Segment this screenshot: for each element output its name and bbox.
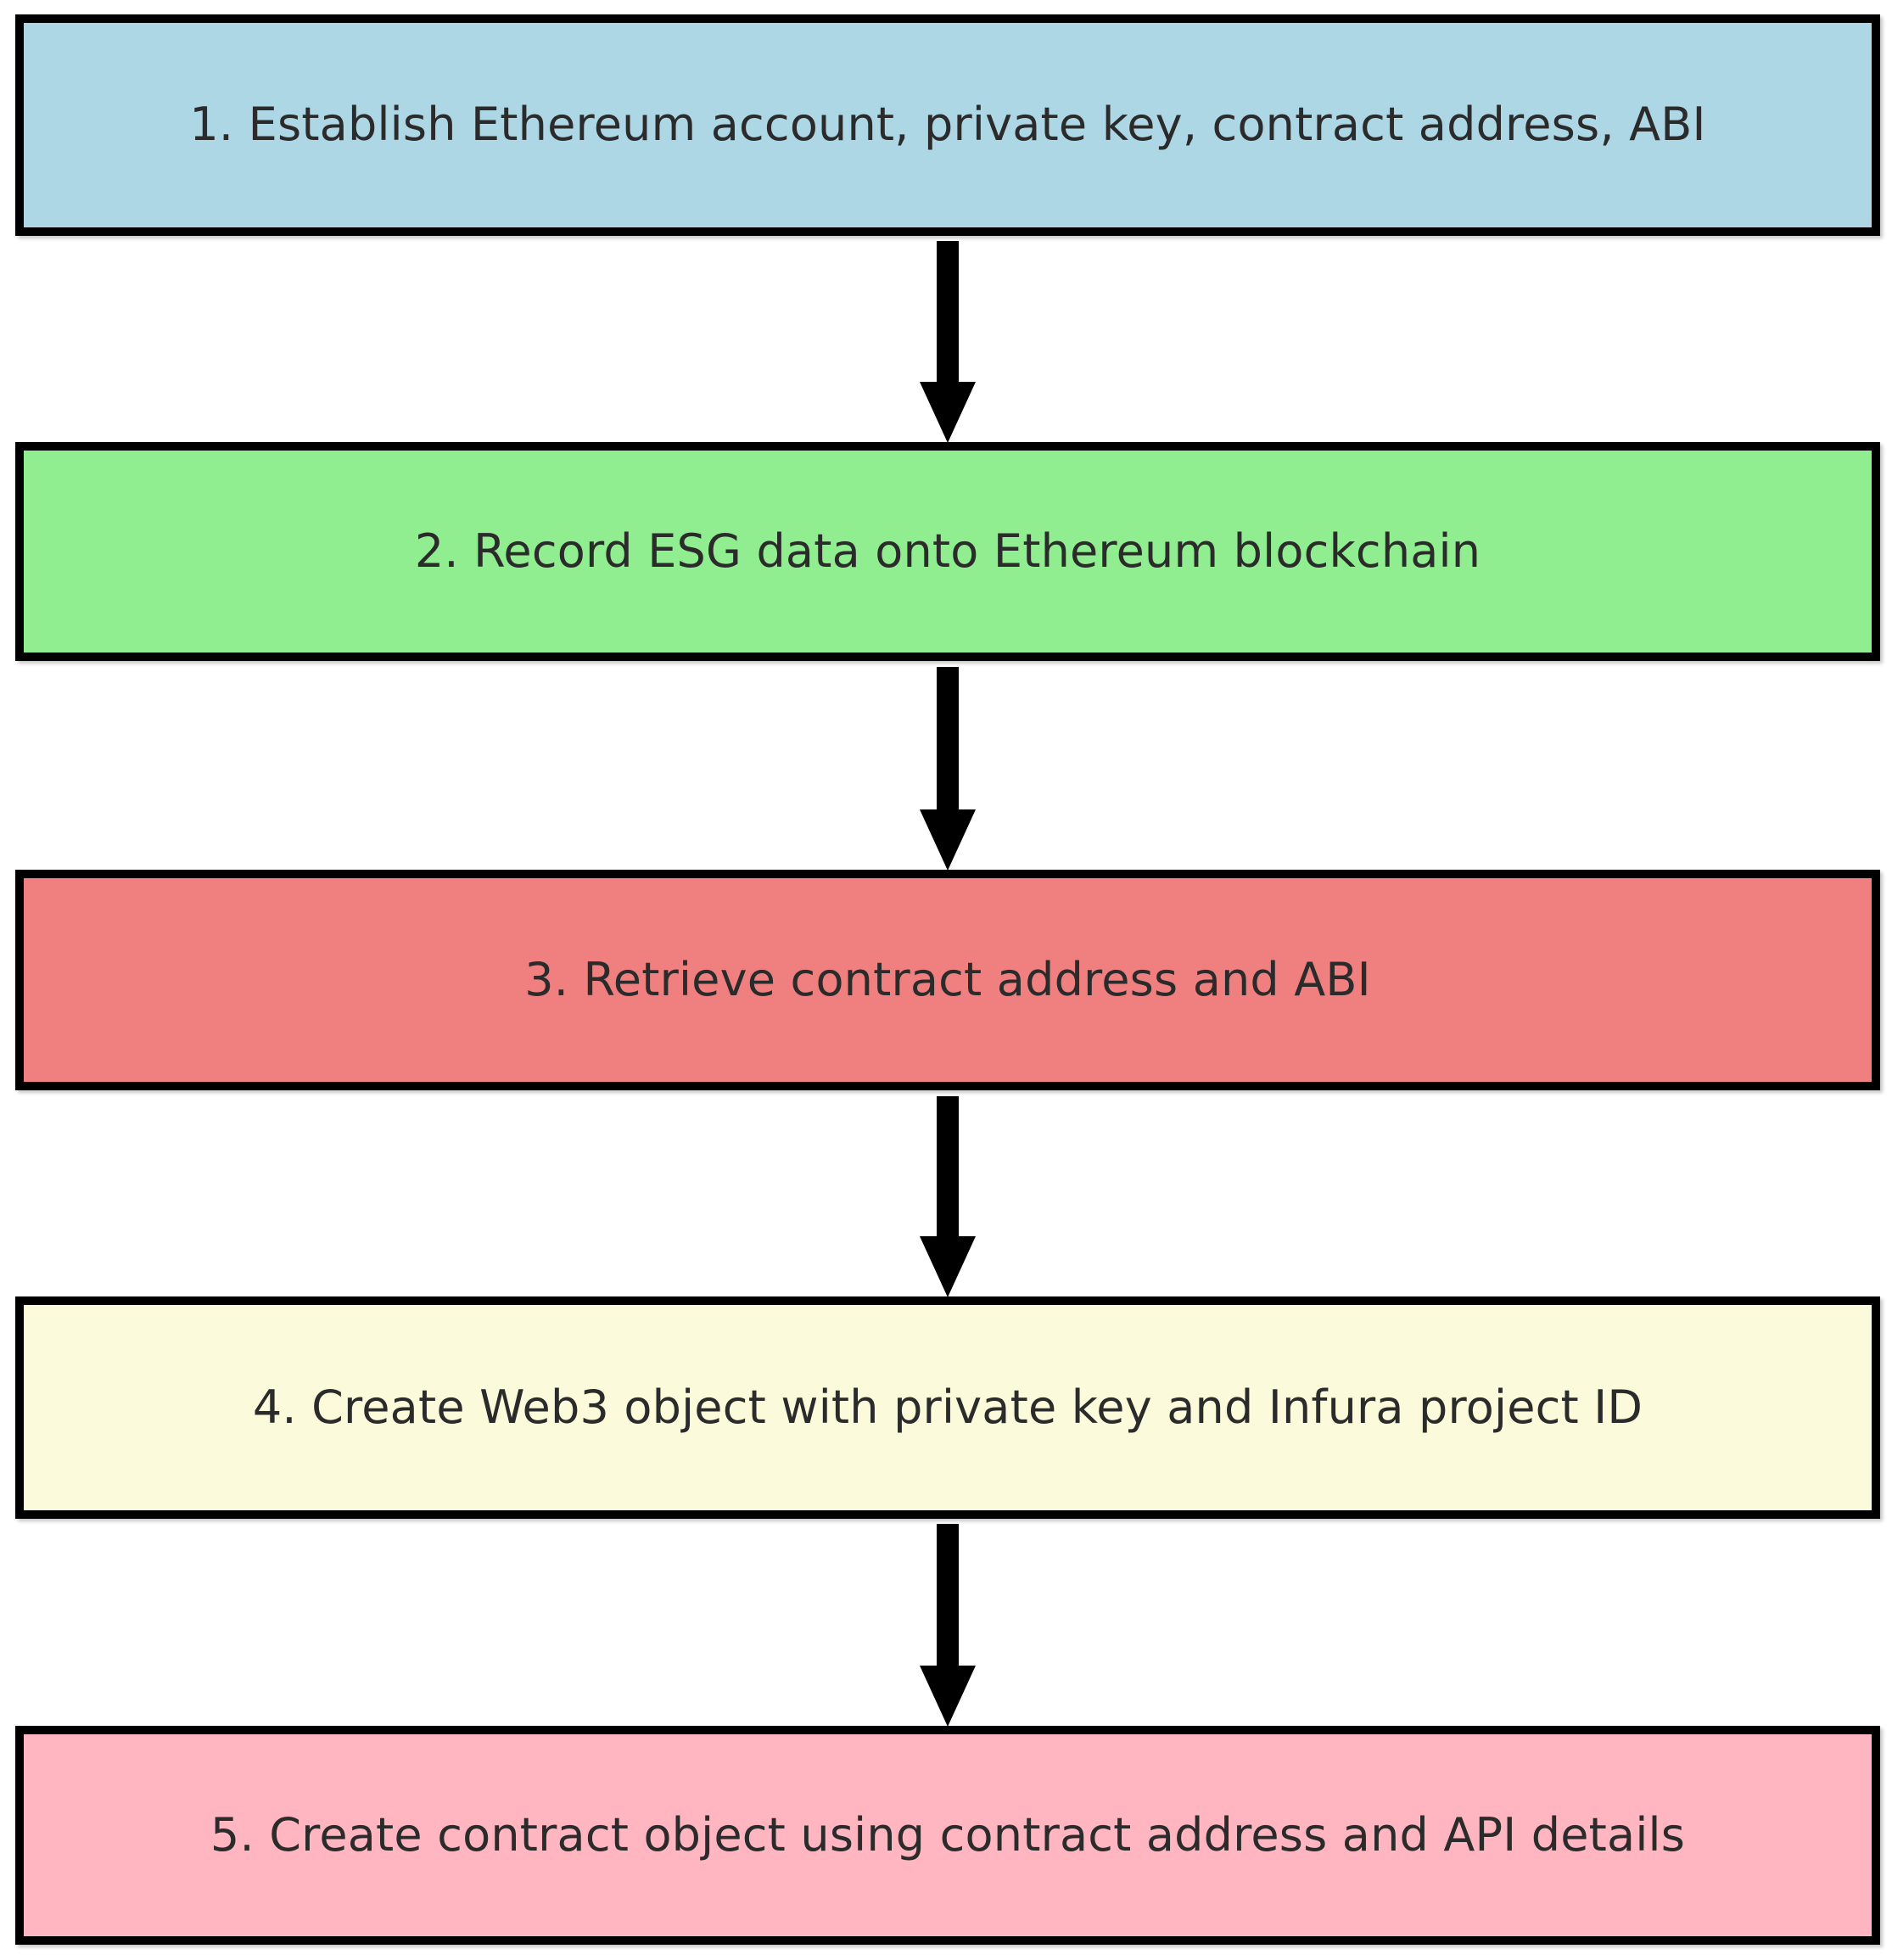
flowchart-arrow-step-1-to-step-2 <box>920 241 976 443</box>
flowchart-arrow-step-3-to-step-4 <box>920 1096 976 1297</box>
flowchart-node-step-4-label: 4. Create Web3 object with private key a… <box>252 1380 1643 1434</box>
arrow-down-icon <box>920 382 976 443</box>
arrow-down-icon <box>920 1666 976 1727</box>
arrow-shaft <box>937 1524 959 1666</box>
flowchart-node-step-5[interactable]: 5. Create contract object using contract… <box>15 1726 1880 1945</box>
flowchart-node-step-5-label: 5. Create contract object using contract… <box>210 1807 1686 1862</box>
flowchart-node-step-4[interactable]: 4. Create Web3 object with private key a… <box>15 1296 1880 1519</box>
flowchart-node-step-2-label: 2. Record ESG data onto Ethereum blockch… <box>414 524 1481 578</box>
arrow-down-icon <box>920 809 976 871</box>
flowchart-node-step-2[interactable]: 2. Record ESG data onto Ethereum blockch… <box>15 442 1880 661</box>
flowchart-node-step-3[interactable]: 3. Retrieve contract address and ABI <box>15 870 1880 1090</box>
arrow-down-icon <box>920 1236 976 1297</box>
arrow-shaft <box>937 241 959 382</box>
arrow-shaft <box>937 1096 959 1236</box>
flowchart-node-step-3-label: 3. Retrieve contract address and ABI <box>524 952 1371 1006</box>
flowchart-node-step-1-label: 1. Establish Ethereum account, private k… <box>189 98 1706 152</box>
flowchart-node-step-1[interactable]: 1. Establish Ethereum account, private k… <box>15 14 1880 236</box>
flowchart-arrow-step-4-to-step-5 <box>920 1524 976 1727</box>
flowchart-arrow-step-2-to-step-3 <box>920 667 976 871</box>
arrow-shaft <box>937 667 959 809</box>
